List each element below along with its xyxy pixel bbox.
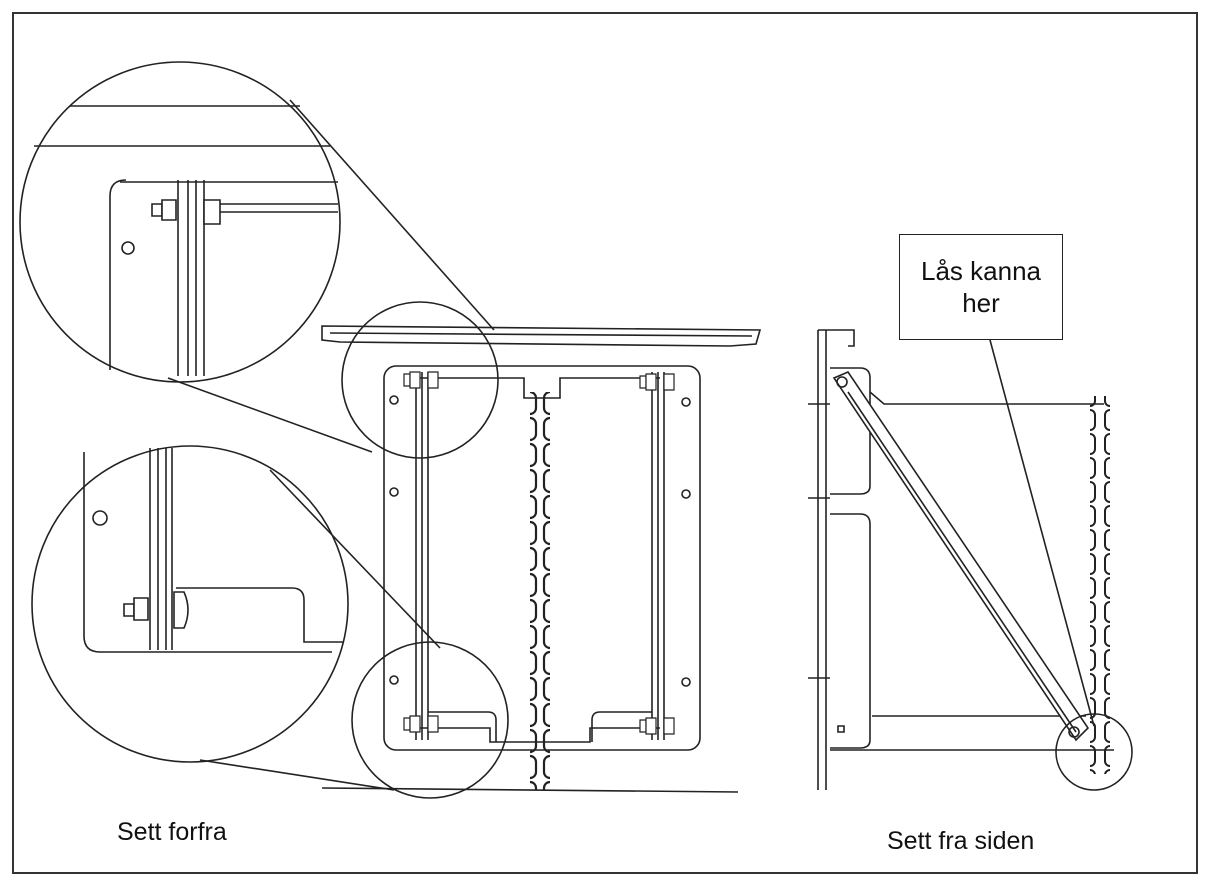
front-view — [322, 302, 760, 798]
diagonal-strut — [834, 372, 1088, 740]
left-rod — [416, 372, 428, 740]
detail-circle-bottom — [32, 446, 440, 790]
mounting-hole — [682, 490, 690, 498]
lock-point-ring — [1056, 714, 1132, 790]
right-rod — [652, 372, 664, 740]
side-view — [808, 330, 1132, 790]
mounting-hole — [390, 396, 398, 404]
lock-callout-box: Lås kanna her — [899, 234, 1063, 340]
detail-circle-top — [20, 62, 494, 452]
zoom-ring-top — [342, 302, 498, 458]
mounting-hole — [682, 678, 690, 686]
callout-line-2: her — [962, 288, 1000, 318]
front-view-label: Sett forfra — [117, 818, 227, 846]
front-chain — [530, 392, 550, 790]
mounting-hole — [682, 398, 690, 406]
wall-profile — [818, 330, 854, 790]
callout-line-1: Lås kanna — [921, 256, 1041, 286]
side-chain — [1090, 396, 1110, 774]
mounting-hole — [390, 488, 398, 496]
side-view-label: Sett fra siden — [887, 827, 1035, 855]
zoom-ring-bottom — [352, 642, 508, 798]
page-frame — [13, 13, 1197, 873]
mounting-hole — [390, 676, 398, 684]
top-rail — [322, 326, 760, 346]
